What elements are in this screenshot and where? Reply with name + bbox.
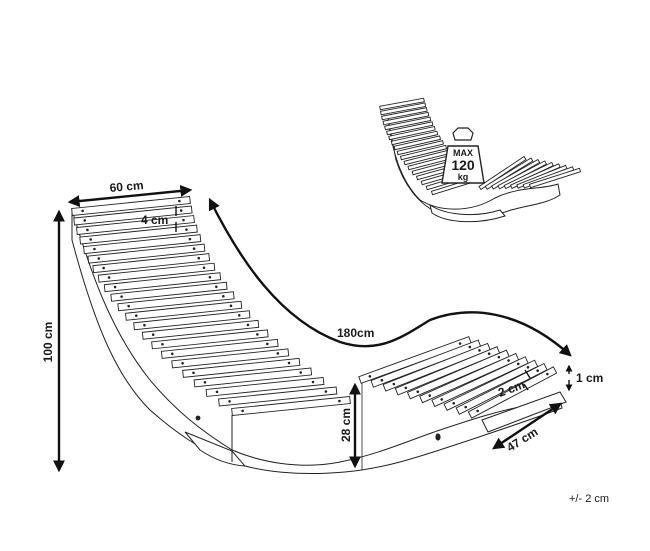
leg-slat: [419, 352, 520, 404]
leg-slat: [431, 356, 529, 408]
frame-bolt-2: [435, 433, 441, 441]
thumbnail-slat: [382, 111, 430, 126]
thumbnail-slat: [379, 97, 425, 111]
height-dimension: 100 cm: [41, 209, 65, 473]
leg-slat: [455, 362, 548, 415]
weight-handle-icon: [452, 127, 474, 141]
thumbnail-slat: [396, 140, 444, 156]
seat-height-label: 28 cm: [339, 408, 353, 442]
width-arrow: [67, 184, 193, 208]
backrest-slat: [76, 215, 195, 236]
thumbnail-slat: [381, 107, 428, 121]
rocker-foot: [184, 431, 247, 467]
backrest-slat: [73, 205, 193, 226]
leg-slat: [443, 359, 539, 411]
length-label: 180cm: [337, 326, 374, 340]
slat-thickness-dimension: 1 cm: [565, 364, 603, 392]
backrest-slat: [83, 234, 202, 255]
side-frame: [71, 209, 563, 475]
slat-thickness-label: 1 cm: [576, 371, 603, 385]
weight-icon: [441, 145, 485, 184]
weight-label-top: MAX: [453, 148, 473, 158]
backrest-slat: [193, 367, 313, 388]
height-label: 100 cm: [41, 322, 55, 363]
thumbnail-slat: [390, 130, 439, 146]
gap-tick-a: [524, 369, 531, 379]
thumbnail-slat: [399, 144, 448, 161]
slat-spacing-dimension: 4 cm: [141, 206, 177, 232]
width-dimension: 60 cm: [67, 178, 193, 208]
gap-tick-b: [523, 383, 529, 391]
weight-unit: kg: [458, 172, 469, 182]
backrest-slat: [79, 224, 198, 245]
thumbnail-slat: [393, 135, 441, 151]
frame-bolt: [195, 415, 201, 421]
thumbnail-slat: [386, 121, 434, 136]
thumbnail-leg-slat: [478, 155, 527, 191]
max-weight-badge: MAX 120 kg: [441, 127, 485, 184]
backrest-slat: [87, 243, 206, 264]
backrest-slat: [218, 386, 338, 407]
foot-width-arrow: [492, 402, 562, 450]
width-label: 60 cm: [109, 178, 144, 195]
thumbnail-slat: [379, 102, 427, 116]
leg-slat: [467, 366, 558, 419]
backrest-slat: [182, 357, 301, 378]
weight-value: 120: [451, 157, 475, 173]
tolerance-note: +/- 2 cm: [569, 493, 609, 505]
backrest-slat: [205, 376, 325, 397]
seat-height-dimension: 28 cm: [339, 382, 361, 469]
thumbnail-leg-slat: [528, 167, 582, 189]
thumbnail-slat: [384, 116, 432, 131]
length-dimension: 180cm: [208, 197, 572, 357]
main-lounger: [71, 196, 567, 475]
slat-spacing-label: 4 cm: [141, 213, 168, 227]
length-arrow: [208, 197, 572, 357]
thumbnail-slat: [388, 125, 436, 141]
